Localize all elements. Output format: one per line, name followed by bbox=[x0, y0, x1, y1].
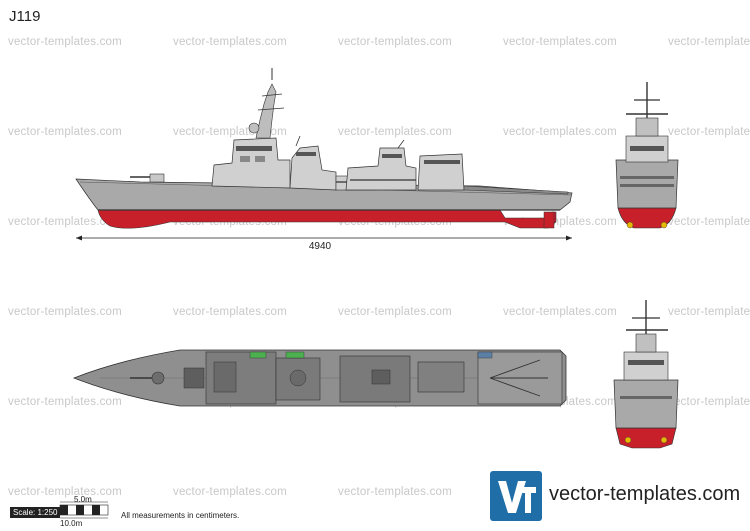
rear-hull-gray bbox=[613, 379, 679, 429]
rear-view bbox=[613, 300, 679, 449]
rudder bbox=[543, 211, 555, 229]
hangar bbox=[417, 153, 465, 191]
flight-deck bbox=[463, 185, 569, 195]
scale-tag: Scale: 1:250 bbox=[10, 507, 61, 518]
forward-gun bbox=[149, 173, 165, 183]
scale-legend: 5.0m Scale: 1:250 10.0m bbox=[8, 495, 112, 531]
scale-bottom-label: 10.0m bbox=[60, 519, 83, 528]
rear-hull-red bbox=[615, 427, 677, 449]
front-view bbox=[615, 82, 679, 229]
vt-logo-glyph bbox=[498, 481, 536, 513]
dimension-line bbox=[76, 235, 572, 241]
vt-logo-icon[interactable] bbox=[490, 471, 542, 521]
scale-top-label: 5.0m bbox=[74, 495, 92, 504]
length-dimension-label: 4940 bbox=[308, 241, 332, 252]
front-hull-red bbox=[617, 207, 677, 229]
brand-text[interactable]: vector-templates.com bbox=[549, 483, 741, 505]
forward-superstructure bbox=[211, 137, 291, 189]
side-view bbox=[75, 68, 573, 229]
main-mast bbox=[255, 83, 277, 139]
top-view bbox=[72, 349, 567, 407]
page-title: J119 bbox=[9, 8, 41, 25]
aft-superstructure bbox=[345, 147, 417, 191]
measurement-note: All measurements in centimeters. bbox=[121, 511, 240, 520]
hull-red-side bbox=[97, 209, 557, 229]
